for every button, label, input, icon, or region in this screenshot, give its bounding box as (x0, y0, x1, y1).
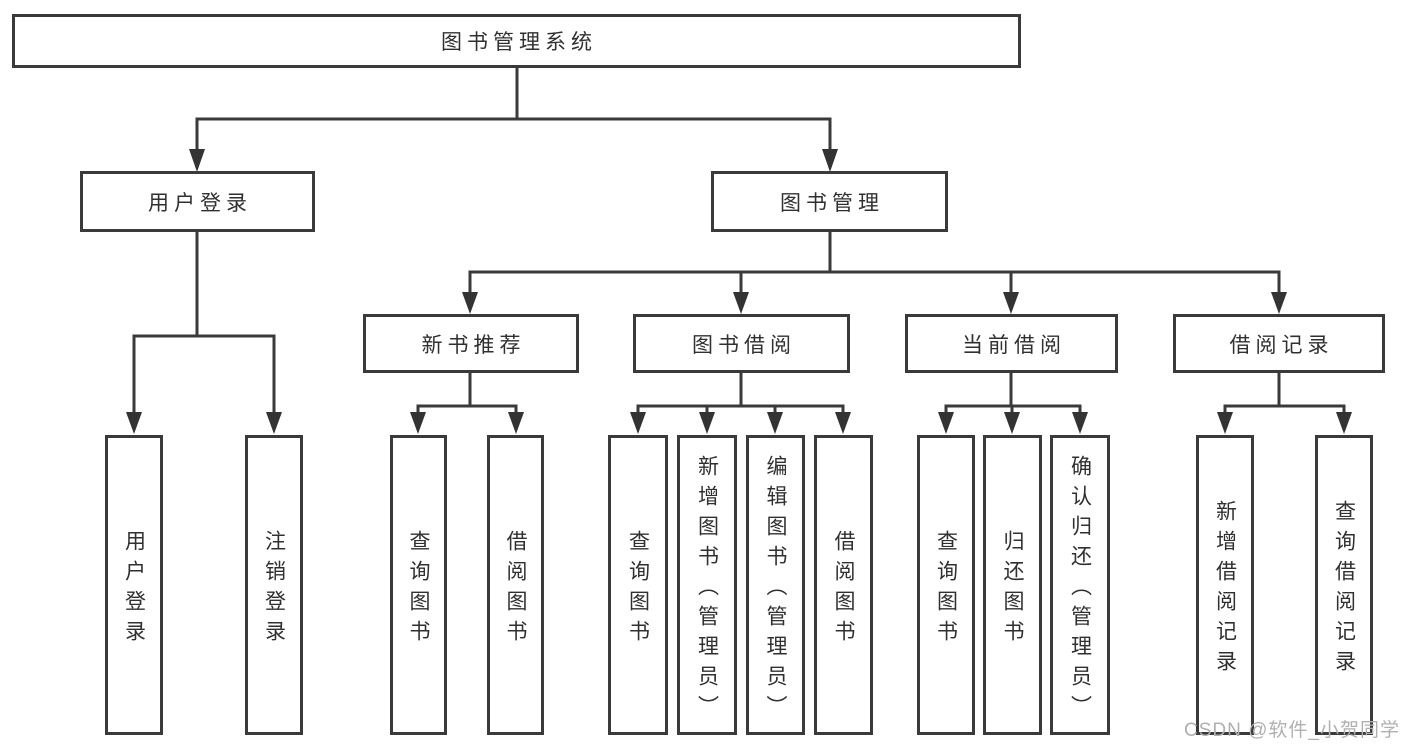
node-book-management: 图书管理 (711, 171, 948, 232)
watermark-text: CSDN @软件_小贺同学 (1184, 720, 1400, 741)
node-leaf-add-borrow-record: 新增借阅记录 (1196, 435, 1254, 735)
node-leaf-query-books-current: 查询图书 (917, 435, 975, 735)
node-book-borrow: 图书借阅 (633, 314, 850, 373)
node-leaf-add-book-admin: 新增图书（管理员） (677, 435, 737, 735)
node-leaf-query-books-borrow: 查询图书 (608, 435, 668, 735)
node-leaf-return-book: 归还图书 (983, 435, 1042, 735)
node-borrow-records: 借阅记录 (1173, 314, 1385, 373)
node-leaf-query-books-recommend: 查询图书 (390, 435, 447, 735)
node-leaf-borrow-books: 借阅图书 (814, 435, 873, 735)
node-user-login: 用户登录 (80, 171, 315, 232)
node-leaf-logout: 注销登录 (245, 435, 303, 735)
node-leaf-query-borrow-record: 查询借阅记录 (1315, 435, 1373, 735)
node-leaf-confirm-return-admin: 确认归还（管理员） (1050, 435, 1110, 735)
node-current-borrow: 当前借阅 (905, 314, 1118, 373)
node-leaf-user-login: 用户登录 (105, 435, 163, 735)
node-new-book-recommend: 新书推荐 (363, 314, 579, 373)
node-leaf-edit-book-admin: 编辑图书（管理员） (746, 435, 805, 735)
node-library-system: 图书管理系统 (12, 14, 1021, 68)
node-leaf-borrow-books-recommend: 借阅图书 (487, 435, 544, 735)
